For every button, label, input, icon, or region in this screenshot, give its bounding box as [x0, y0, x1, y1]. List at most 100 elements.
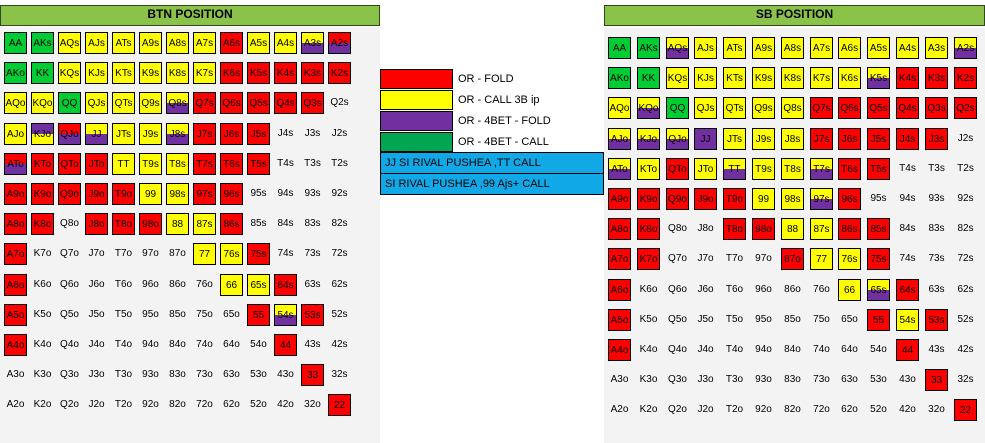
hand-cell-65s: 65s	[867, 279, 890, 301]
hand-cell-99: 99	[139, 183, 162, 205]
hand-cell-95s: 95s	[870, 193, 887, 204]
hand-cell-84o: 84o	[169, 339, 186, 350]
hand-cell-43o: 43o	[899, 374, 916, 385]
hand-cell-qq: QQ	[666, 97, 689, 119]
hand-cell-66: 66	[220, 274, 243, 296]
hand-cell-jts: JTs	[723, 128, 746, 150]
hand-cell-k2s: K2s	[954, 67, 977, 89]
hand-cell-k5s: K5s	[247, 62, 270, 84]
hand-cell-k8s: K8s	[166, 62, 189, 84]
hand-cell-j4s: J4s	[277, 128, 294, 139]
hand-cell-a9o: A9o	[608, 188, 631, 210]
hand-cell-jts: JTs	[112, 123, 135, 145]
hand-cell-ajs: AJs	[85, 32, 108, 54]
hand-cell-j3o: J3o	[88, 369, 105, 380]
hand-cell-86s: 86s	[838, 218, 861, 240]
hand-cell-85o: 85o	[169, 309, 186, 320]
hand-cell-j9s: J9s	[139, 123, 162, 145]
hand-cell-54s: 54s	[274, 304, 297, 326]
legend: OR - FOLD OR - CALL 3B ip OR - 4BET - FO…	[380, 69, 604, 153]
legend-label: OR - CALL 3B ip	[458, 94, 540, 106]
hand-cell-a4o: A4o	[4, 334, 27, 356]
hand-cell-t4o: T4o	[114, 339, 133, 350]
hand-cell-54o: 54o	[870, 344, 887, 355]
hand-cell-q2s: Q2s	[330, 97, 349, 108]
hand-cell-q8s: Q8s	[781, 97, 804, 119]
hand-cell-q5o: Q5o	[60, 309, 79, 320]
hand-cell-44: 44	[274, 334, 297, 356]
hand-cell-t8o: T8o	[723, 218, 746, 240]
hand-cell-63s: 63s	[928, 284, 945, 295]
hand-cell-k6s: K6s	[838, 67, 861, 89]
hand-cell-ako: AKo	[4, 62, 27, 84]
hand-cell-qjs: QJs	[85, 92, 108, 114]
sb-position-header: SB POSITION	[604, 5, 985, 26]
hand-cell-q9o: Q9o	[666, 188, 689, 210]
legend-label: OR - 4BET - FOLD	[458, 115, 551, 127]
hand-cell-96s: 96s	[838, 188, 861, 210]
hand-cell-t6s: T6s	[220, 153, 243, 175]
hand-cell-q3o: Q3o	[668, 374, 687, 385]
hand-cell-q6s: Q6s	[838, 97, 861, 119]
hand-cell-75o: 75o	[196, 309, 213, 320]
hand-cell-92o: 92o	[755, 404, 772, 415]
hand-cell-63o: 63o	[841, 374, 858, 385]
hand-cell-a9s: A9s	[139, 32, 162, 54]
hand-cell-93o: 93o	[755, 374, 772, 385]
hand-cell-62o: 62o	[223, 399, 240, 410]
hand-cell-t6o: T6o	[114, 279, 133, 290]
hand-cell-j8s: J8s	[781, 128, 804, 150]
hand-cell-k9s: K9s	[752, 67, 775, 89]
hand-cell-76s: 76s	[838, 248, 861, 270]
hand-cell-kqs: KQs	[666, 67, 689, 89]
hand-cell-a8s: A8s	[781, 37, 804, 59]
hand-cell-t2o: T2o	[114, 399, 133, 410]
hand-cell-q4o: Q4o	[668, 344, 687, 355]
hand-cell-j3o: J3o	[697, 374, 714, 385]
note-jj: JJ SI RIVAL PUSHEA ,TT CALL	[380, 152, 604, 174]
hand-cell-t3o: T3o	[114, 369, 133, 380]
hand-cell-ato: ATo	[4, 153, 27, 175]
hand-cell-aqo: AQo	[4, 92, 27, 114]
hand-cell-94o: 94o	[142, 339, 159, 350]
hand-cell-q4o: Q4o	[60, 339, 79, 350]
hand-cell-t7s: T7s	[810, 158, 833, 180]
hand-cell-j7o: J7o	[697, 253, 714, 264]
hand-cell-98o: 98o	[752, 218, 775, 240]
hand-cell-qto: QTo	[666, 158, 689, 180]
hand-cell-q8o: Q8o	[60, 218, 79, 229]
hand-cell-j6s: J6s	[838, 128, 861, 150]
hand-cell-76o: 76o	[196, 279, 213, 290]
legend-label: OR - 4BET - CALL	[458, 136, 549, 148]
hand-cell-72s: 72s	[331, 248, 348, 259]
hand-cell-22: 22	[328, 394, 351, 416]
hand-cell-a5o: A5o	[608, 309, 631, 331]
hand-cell-85s: 85s	[867, 218, 890, 240]
hand-cell-t3s: T3s	[304, 158, 321, 169]
hand-cell-82o: 82o	[169, 399, 186, 410]
hand-cell-84s: 84s	[277, 218, 294, 229]
hand-cell-q3o: Q3o	[60, 369, 79, 380]
hand-cell-j3s: J3s	[925, 128, 948, 150]
hand-cell-t5s: T5s	[247, 153, 270, 175]
hand-cell-q8o: Q8o	[668, 223, 687, 234]
hand-cell-32o: 32o	[928, 404, 945, 415]
hand-cell-t9s: T9s	[752, 158, 775, 180]
hand-cell-k8o: K8o	[637, 218, 660, 240]
hand-cell-32o: 32o	[304, 399, 321, 410]
hand-cell-j9o: J9o	[85, 183, 108, 205]
hand-cell-75s: 75s	[247, 243, 270, 265]
hand-cell-73o: 73o	[813, 374, 830, 385]
hand-cell-a3o: A3o	[610, 374, 629, 385]
hand-cell-k9o: K9o	[31, 183, 54, 205]
hand-cell-94s: 94s	[899, 193, 916, 204]
hand-cell-ajo: AJo	[4, 123, 27, 145]
hand-cell-j8o: J8o	[697, 223, 714, 234]
hand-cell-t9o: T9o	[723, 188, 746, 210]
hand-cell-k4o: K4o	[639, 344, 658, 355]
hand-cell-94s: 94s	[277, 188, 294, 199]
hand-cell-ajs: AJs	[694, 37, 717, 59]
hand-cell-74o: 74o	[196, 339, 213, 350]
hand-cell-97s: 97s	[193, 183, 216, 205]
hand-cell-q9s: Q9s	[752, 97, 775, 119]
